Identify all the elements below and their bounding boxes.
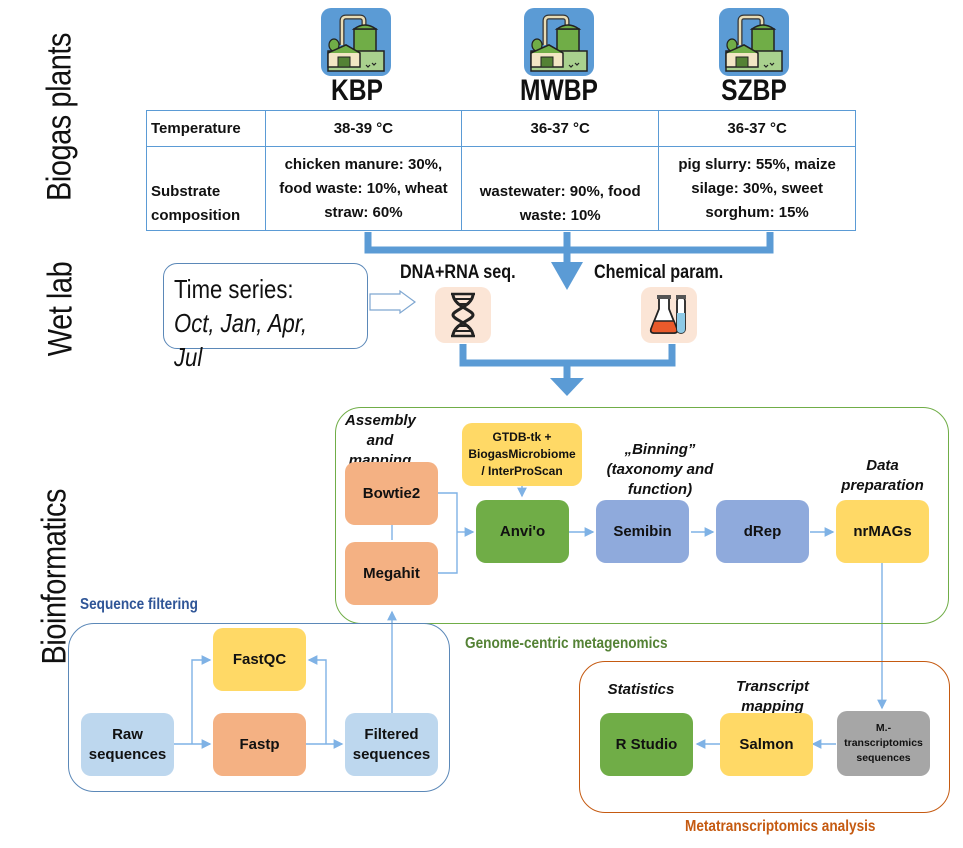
node-drep[interactable]: dRep	[716, 500, 809, 563]
node-salmon[interactable]: Salmon	[720, 713, 813, 776]
row-header-substrate-line1: Substrate	[151, 183, 221, 200]
node-anvio[interactable]: Anvi'o	[476, 500, 569, 563]
substrate-kbp: chicken manure: 30%, food waste: 10%, wh…	[264, 146, 463, 231]
node-bowtie2[interactable]: Bowtie2	[345, 462, 438, 525]
time-series-months: Oct, Jan, Apr, Jul	[174, 308, 308, 372]
node-rstudio[interactable]: R Studio	[600, 713, 693, 776]
row-header-substrate-line2: composition	[151, 207, 241, 224]
time-series-box: Time series: Oct, Jan, Apr, Jul	[163, 263, 368, 372]
node-fastqc[interactable]: FastQC	[213, 628, 306, 691]
temperature-kbp: 38-39 °C	[264, 110, 463, 147]
group-title-metatranscriptomics: Metatranscriptomics analysis	[685, 818, 876, 835]
down-arrow-plants-to-wetlab	[551, 262, 583, 290]
header-binning-line2: (taxonomy and function)	[606, 461, 714, 498]
header-statistics: Statistics	[607, 681, 675, 698]
node-fastp[interactable]: Fastp	[213, 713, 306, 776]
group-sequence-filtering	[68, 623, 450, 792]
substrate-szbp: pig slurry: 55%, maize silage: 30%, swee…	[658, 146, 856, 231]
node-raw-sequences[interactable]: Raw sequences	[81, 713, 174, 776]
header-data-prep: Data preparation	[841, 457, 924, 494]
plants-table: Temperature 38-39 °C 36-37 °C 36-37 °C S…	[146, 110, 856, 231]
row-header-substrate: Substrate composition	[146, 146, 266, 231]
dna-icon-tile	[435, 287, 491, 343]
lab-flask-icon	[649, 295, 686, 334]
plant-name-szbp: SZBP	[721, 74, 787, 107]
table-row: Temperature 38-39 °C 36-37 °C 36-37 °C	[146, 110, 856, 147]
lab-flask-icon-tile	[641, 287, 697, 343]
group-title-genome-centric: Genome-centric metagenomics	[465, 635, 668, 652]
group-genome-centric	[335, 407, 949, 624]
biogas-plant-icon	[524, 8, 594, 76]
plant-name-mwbp: MWBP	[520, 74, 598, 107]
temperature-mwbp: 36-37 °C	[461, 110, 660, 147]
hollow-arrow-timeseries	[369, 289, 417, 315]
biogas-plant-icon	[719, 8, 789, 76]
node-mt-sequences[interactable]: M.-transcriptomics sequences	[837, 711, 930, 776]
node-nrmags[interactable]: nrMAGs	[836, 500, 929, 563]
node-megahit[interactable]: Megahit	[345, 542, 438, 605]
time-series-title: Time series:	[174, 274, 294, 304]
dna-icon	[451, 292, 475, 338]
header-binning-line1: „Binning”	[624, 441, 696, 458]
header-transcript-mapping: Transcript mapping	[735, 678, 810, 715]
node-filtered-sequences[interactable]: Filtered sequences	[345, 713, 438, 776]
down-arrow-wetlab-to-bioinfo	[550, 378, 584, 396]
node-semibin[interactable]: Semibin	[596, 500, 689, 563]
merge-arrow-wetlab	[459, 344, 676, 378]
temperature-szbp: 36-37 °C	[658, 110, 856, 147]
merge-arrow-plants	[364, 232, 774, 262]
table-row: Substrate composition chicken manure: 30…	[146, 146, 856, 231]
node-gtdb[interactable]: GTDB-tk + BiogasMicrobiome / InterProSca…	[462, 423, 582, 486]
header-binning: „Binning” (taxonomy and function)	[580, 440, 740, 500]
substrate-mwbp: wastewater: 90%, food waste: 10%	[461, 146, 660, 231]
group-title-sequence-filtering: Sequence filtering	[80, 596, 198, 613]
row-header-temperature: Temperature	[146, 110, 266, 147]
plant-name-kbp: KBP	[331, 74, 383, 107]
chemical-param-label: Chemical param.	[594, 262, 724, 283]
biogas-plant-icon	[321, 8, 391, 76]
dna-rna-seq-label: DNA+RNA seq.	[400, 262, 516, 283]
group-metatranscriptomics	[579, 661, 950, 813]
